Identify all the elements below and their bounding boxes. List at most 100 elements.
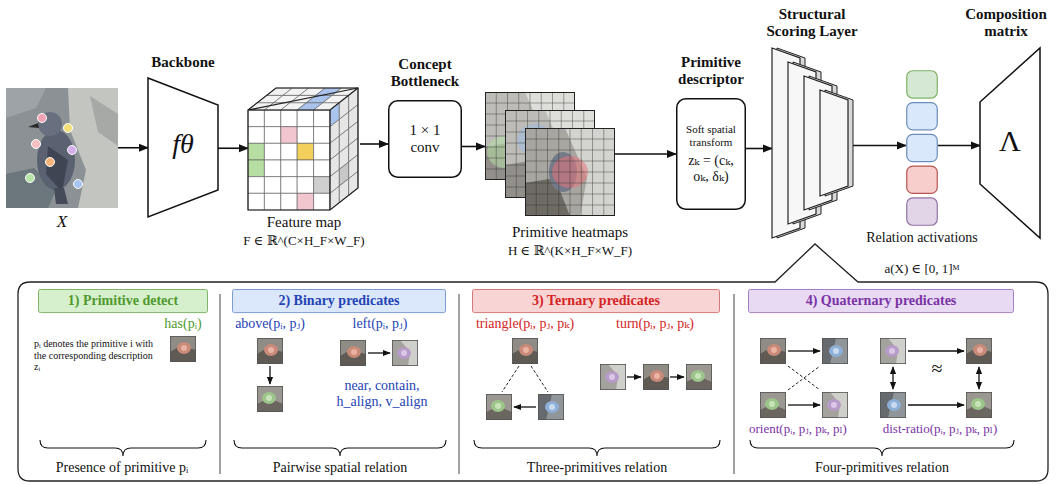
grid-cell <box>297 193 313 210</box>
section-caption: Three-primitives relation <box>482 460 712 476</box>
node-text: a(X) ∈ [0, 1]ᴹ <box>854 262 990 277</box>
image-patch <box>170 336 196 362</box>
node-heading: Feature map <box>234 214 374 231</box>
grid-cell <box>264 143 280 160</box>
dashed-relation <box>788 366 820 390</box>
node-text: Primitive descriptor <box>656 54 766 89</box>
keypoint-dot <box>74 180 83 189</box>
relation-arrow <box>514 406 536 407</box>
predicate-name: above(pᵢ, pⱼ) <box>220 316 320 332</box>
image-patch <box>760 338 786 364</box>
image-patch <box>822 392 848 418</box>
brace <box>474 440 720 456</box>
image-patch <box>486 394 512 420</box>
rounded-box <box>677 99 746 210</box>
node-text: zₖ = (cₖ, oₖ, δₖ) <box>680 153 742 185</box>
flow-arrow <box>615 153 676 155</box>
grid-cell <box>264 177 280 194</box>
grid-cell <box>314 177 330 194</box>
grid-cell <box>248 193 264 210</box>
activation-cell <box>907 166 938 193</box>
backbone-trapezoid: Backbonefθ <box>148 78 218 217</box>
grid-cell <box>248 177 264 194</box>
grid-cell <box>281 193 297 210</box>
node-text: X <box>6 212 118 232</box>
heatmap-layer <box>525 128 615 216</box>
grid-cell <box>297 177 313 194</box>
node-text: 1 × 1 conv <box>401 122 449 157</box>
relation-arrow <box>627 376 641 377</box>
node-text: H ∈ ℝ^(K×H_F×W_F) <box>485 244 655 259</box>
grid-cell <box>264 193 280 210</box>
header-box <box>233 289 446 312</box>
image-patch <box>257 386 283 412</box>
heatmap-stack-outline <box>485 92 615 216</box>
node-text: 4) Quaternary predicates <box>806 293 957 309</box>
image-patch <box>966 392 992 418</box>
section-caption: Presence of primitive pᵢ <box>22 460 222 476</box>
section-header: 4) Quaternary predicates <box>748 289 1014 313</box>
shape-part <box>46 146 68 192</box>
image-patch <box>512 338 538 364</box>
cube-edge <box>248 88 358 110</box>
grid-line <box>525 183 615 184</box>
header-box <box>749 289 1014 312</box>
image-patch <box>392 340 418 366</box>
predicate-name: dist-ratio(pᵢ, pⱼ, pₖ, pₗ) <box>860 422 1020 437</box>
activation-cell <box>907 71 938 98</box>
relation-arrow <box>788 350 820 351</box>
flow-arrow <box>938 145 980 147</box>
section-divider <box>734 294 735 474</box>
image-patch <box>686 364 712 390</box>
keypoint-dot <box>38 114 47 123</box>
grid-cell <box>248 160 264 177</box>
predicate-name: left(pᵢ, pⱼ) <box>330 316 430 332</box>
activation-stack-outline <box>906 70 938 226</box>
dashed-relation <box>502 366 820 392</box>
feature-map-cube-outline <box>248 88 360 210</box>
section-divider <box>459 294 460 474</box>
predicate-name: has(pᵢ) <box>138 316 228 332</box>
descriptor-box: Primitive descriptorSoft spatial transfo… <box>676 98 746 210</box>
text-area: 1) Primitive detect <box>42 293 204 309</box>
input-image-outline <box>6 88 118 208</box>
keypoint-dot <box>46 158 55 167</box>
slab-front <box>820 90 848 196</box>
grid-cell <box>248 143 264 160</box>
node-text: Λ <box>980 124 1040 159</box>
keypoint-dot <box>64 124 73 133</box>
node-text: Concept Bottleneck <box>370 56 480 91</box>
grid-cell <box>264 160 280 177</box>
grid-cell <box>297 110 313 127</box>
image-patch <box>257 338 283 364</box>
brace <box>234 440 446 456</box>
image-patch <box>600 364 626 390</box>
predicate-name: turn(pᵢ, pⱼ, pₖ) <box>595 316 715 332</box>
node-heading: Primitive heatmaps <box>495 224 645 241</box>
predicate-list: near, contain, h_align, v_align <box>326 378 438 410</box>
scoring-layer: Structural Scoring Layer <box>772 48 853 238</box>
grid-cell <box>248 110 264 127</box>
node-text: 3) Ternary predicates <box>532 293 660 309</box>
grid-line <box>525 205 615 206</box>
node-heading: Composition matrix <box>958 6 1054 41</box>
grid-cell <box>264 110 280 127</box>
relation-arrow <box>908 350 964 351</box>
text-area: Soft spatial transformzₖ = (cₖ, oₖ, δₖ) <box>680 123 742 184</box>
activation-cell <box>907 103 938 130</box>
image-patch <box>880 338 906 364</box>
brace <box>750 440 1014 456</box>
brace <box>40 440 1014 456</box>
flow-arrow <box>360 143 388 145</box>
relation-arrow <box>368 352 390 353</box>
flow-arrow <box>853 145 906 147</box>
relation-arrow <box>892 367 893 389</box>
grid-cell <box>281 143 297 160</box>
keypoint-dot <box>68 146 77 155</box>
shape-part <box>68 88 118 208</box>
image-patch <box>340 340 366 366</box>
image-patch <box>966 338 992 364</box>
relation-arrow <box>978 367 979 389</box>
activation-cell <box>907 198 938 225</box>
